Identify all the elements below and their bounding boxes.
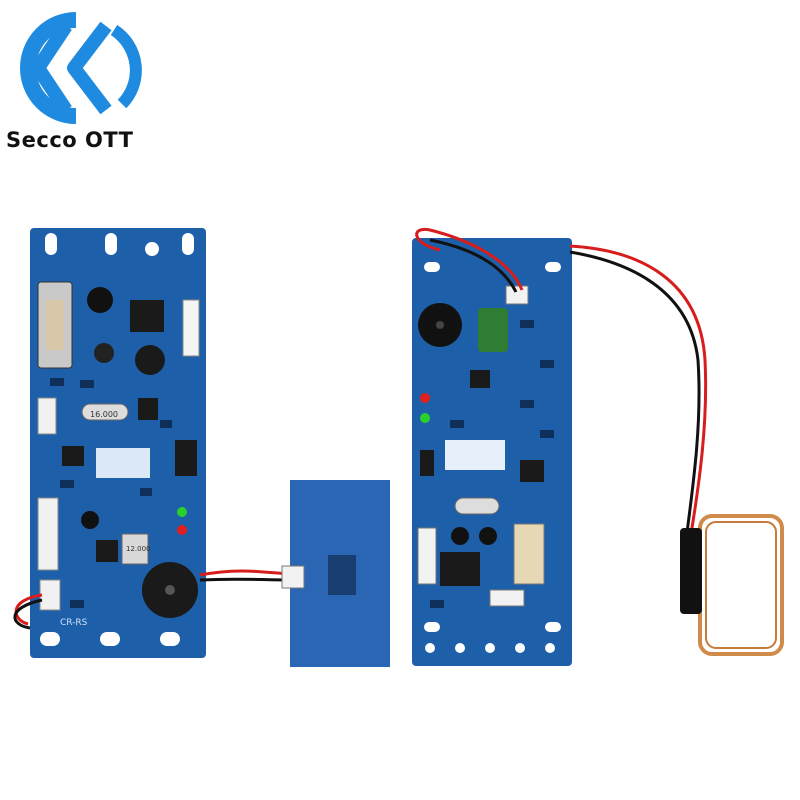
left-board-label: CR-RS bbox=[60, 618, 88, 628]
antenna-board bbox=[199, 480, 390, 667]
brand-logo-icon bbox=[20, 8, 156, 128]
left-pcb-board bbox=[30, 228, 206, 658]
crystal-label: 16.000 bbox=[90, 410, 118, 419]
brand-name: Secco OTT bbox=[6, 128, 134, 152]
crystal-small-label: 12.000 bbox=[126, 545, 151, 553]
right-pcb-board bbox=[412, 238, 572, 666]
rfid-coil bbox=[680, 514, 784, 656]
